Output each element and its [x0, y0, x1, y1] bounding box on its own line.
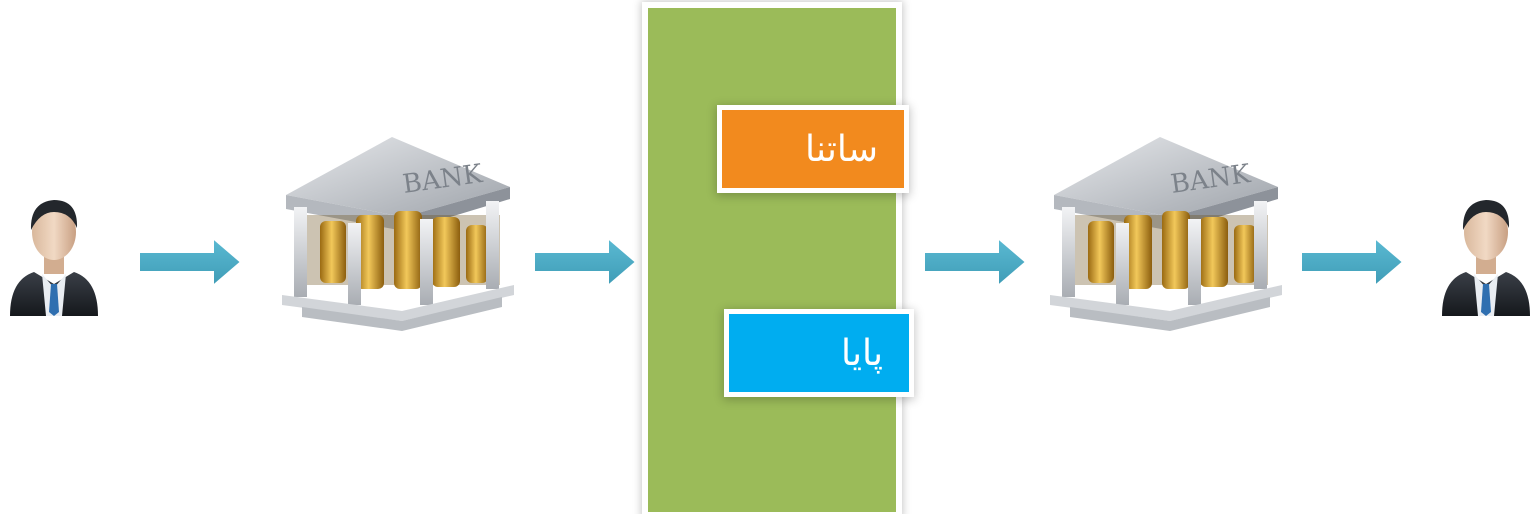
interbank-system-panel [648, 8, 896, 512]
arrow-right-icon [920, 232, 1030, 292]
paya-label-text: پایا [841, 332, 883, 374]
paya-label: پایا [729, 314, 909, 392]
arrow-right-icon [1297, 232, 1407, 292]
receiver-person-icon [1436, 188, 1533, 328]
satna-label-text: ساتنا [805, 128, 878, 170]
arrow-right-icon [530, 232, 640, 292]
sender-person-icon [4, 188, 104, 328]
sender-bank-icon: BANK [272, 135, 522, 335]
receiver-bank-icon: BANK [1040, 135, 1290, 335]
satna-label: ساتنا [722, 110, 904, 188]
arrow-right-icon [135, 232, 245, 292]
